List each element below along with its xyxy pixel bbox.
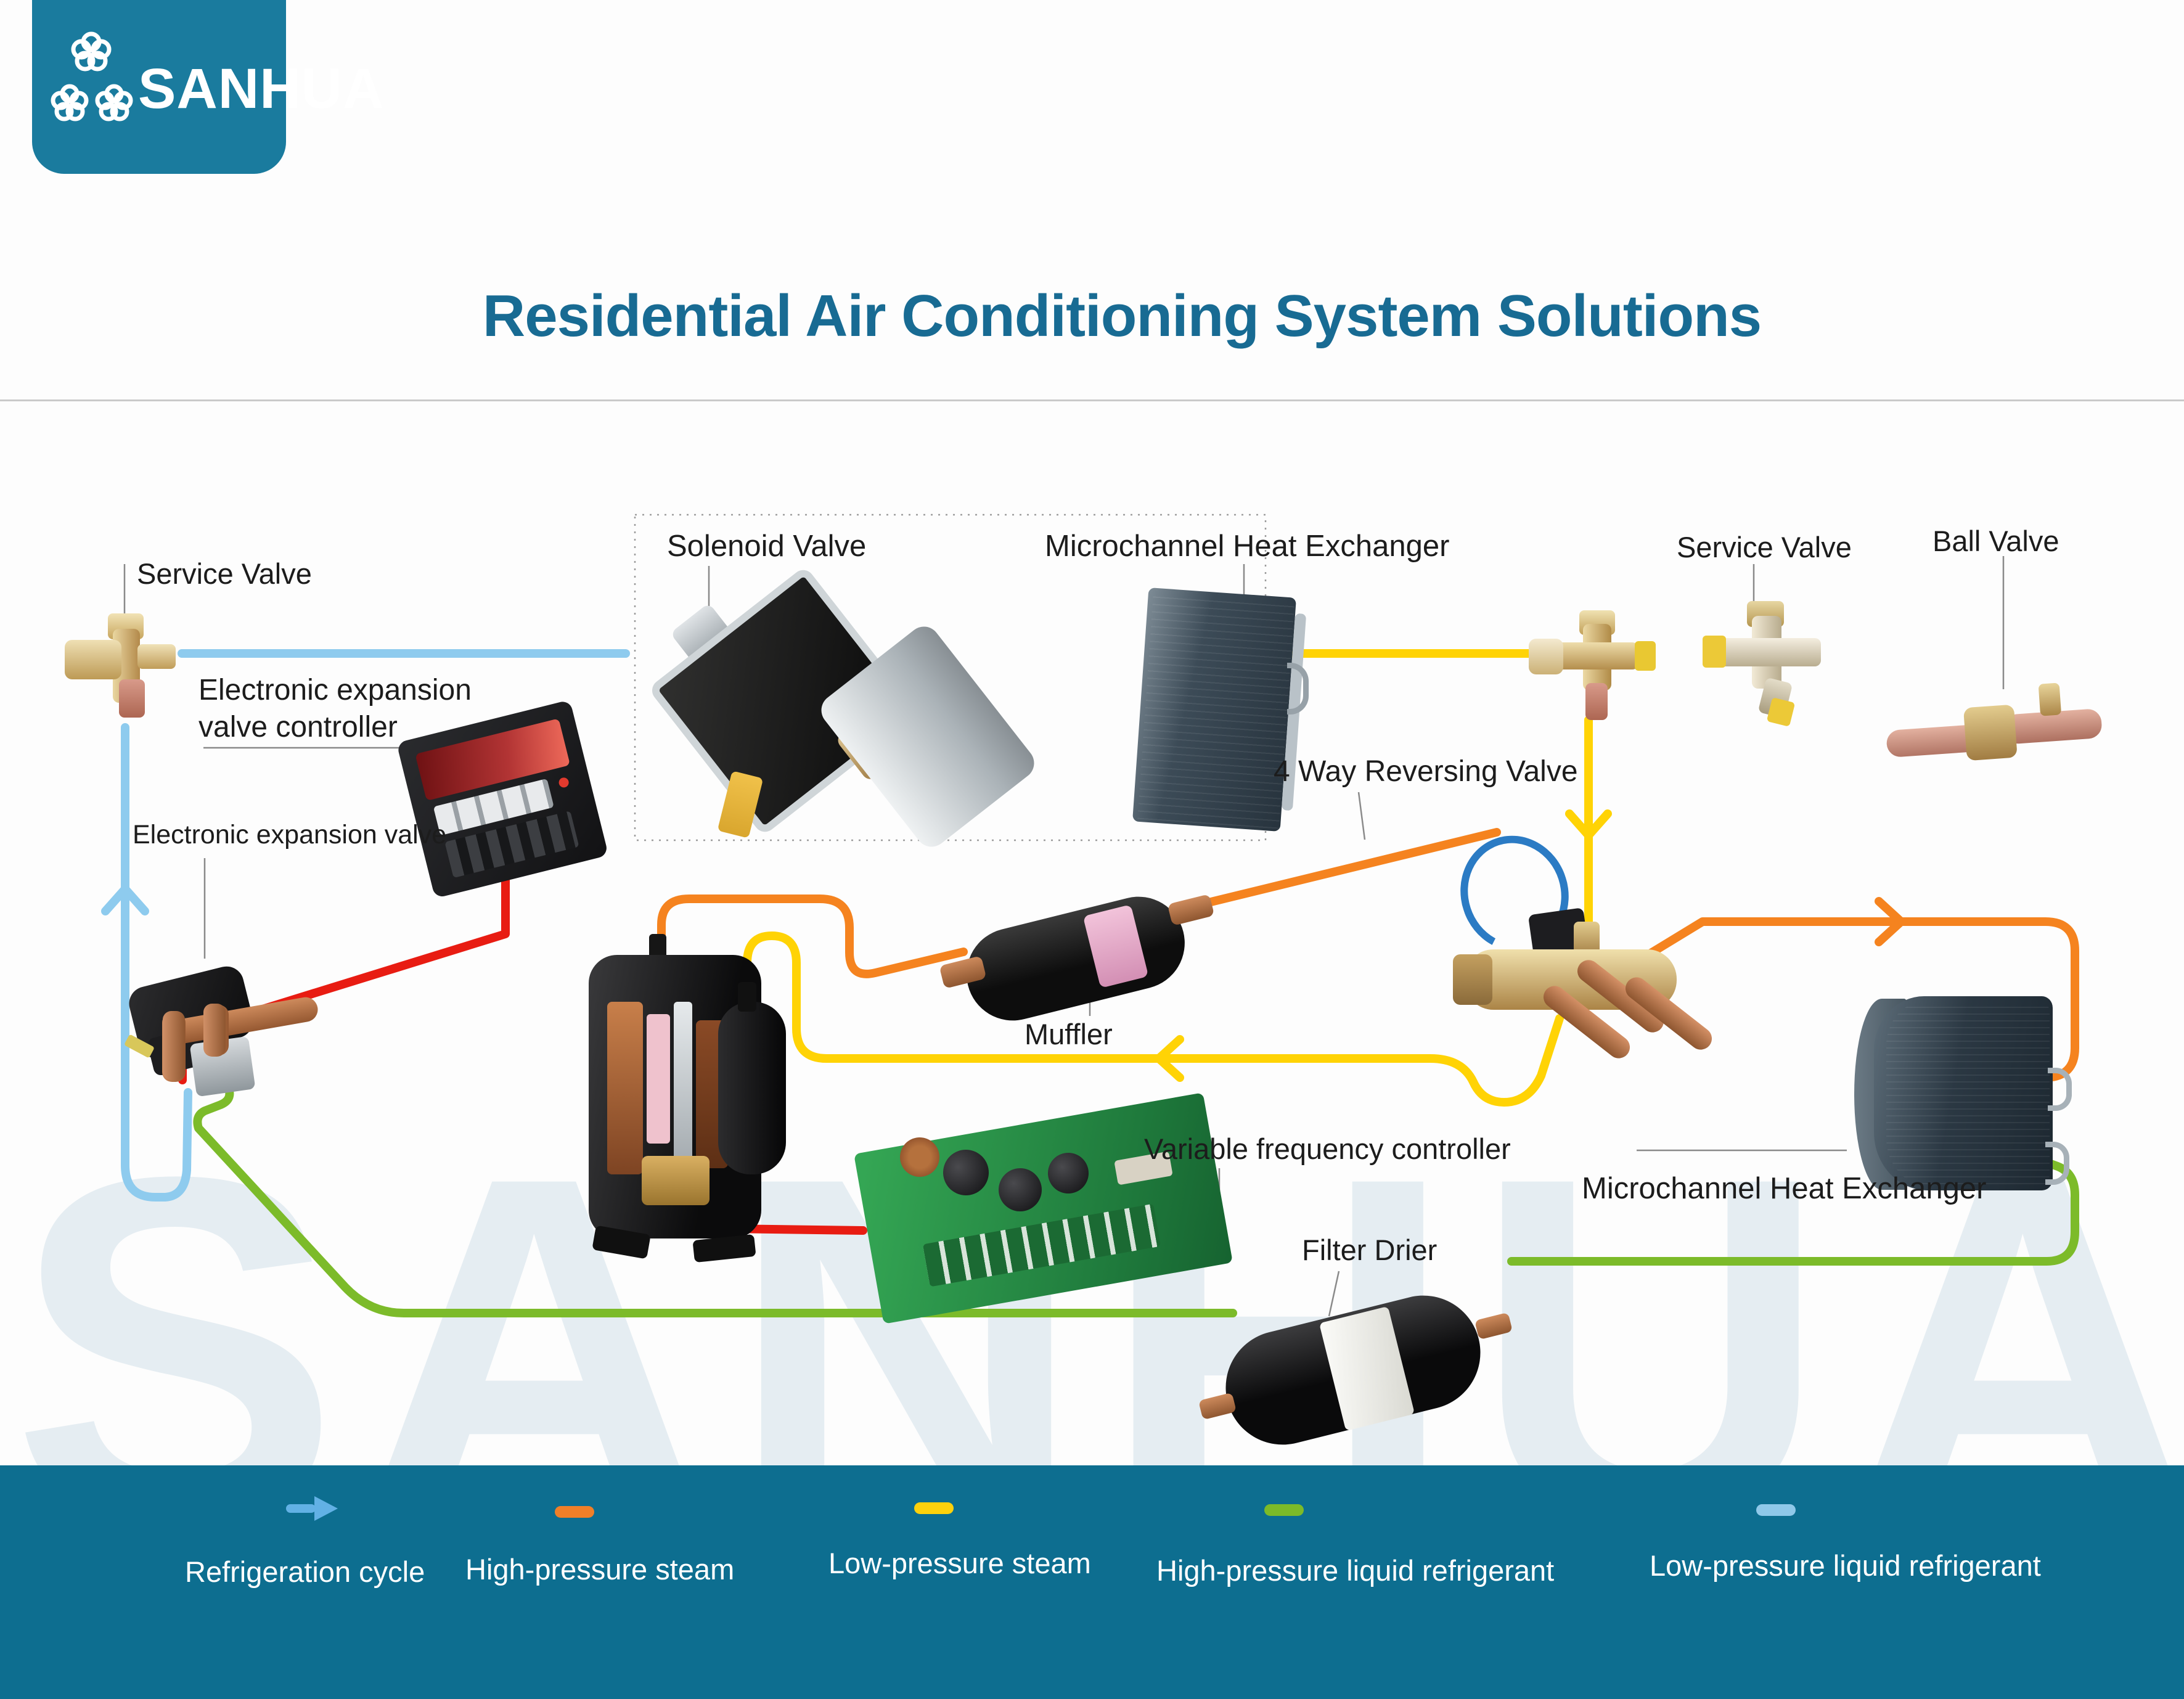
mhe-right-fins [1886,1001,2050,1186]
ball-valve-collar [1963,704,2018,761]
small-valve-yellow-cap [1635,641,1656,671]
small-valve-bottom-stub [1585,683,1608,720]
blue-arrow-up [101,885,149,915]
arrow-right-icon [286,1496,338,1521]
legend-label-refrigeration-cycle: Refrigeration cycle [185,1555,425,1588]
compressor-windings-left [607,1002,643,1174]
yellow-arrow-left [1155,1035,1184,1082]
label-eev: Electronic expansion valve [133,820,447,849]
legend-label-low-pressure-steam: Low-pressure steam [828,1547,1091,1579]
label-mhe-top: Microchannel Heat Exchanger [1045,530,1450,563]
pcb-capacitor-3 [1048,1153,1089,1193]
dash-icon-high-pressure-steam [555,1506,594,1518]
low-pressure-liquid-lines [101,649,630,1202]
four-way-valve-image [1279,821,1735,1073]
compressor-crystal-pink [647,1014,670,1144]
valve-bottom-stub [119,679,145,718]
logo-brand-text: SANHUA [138,57,385,120]
compressor-suction-stub [738,982,756,1012]
mhe-right-image [1849,994,2077,1197]
vfc-pcb-image [851,1092,1251,1328]
label-muffler: Muffler [1025,1018,1113,1050]
green-line-eev-to-drier [193,1050,1237,1317]
drier-outlet-stub [1474,1312,1513,1340]
leader-four-way [1357,792,1366,840]
label-eev-controller: Electronic expansion valve controller [198,674,472,743]
label-solenoid-valve: Solenoid Valve [667,530,867,563]
compressor-pump-block [642,1156,710,1205]
blue-line-eev-riser [121,723,192,1202]
ball-valve-image [1883,680,2105,787]
ball-valve-stem [2038,682,2062,716]
orange-line-compressor-to-muffler [657,895,968,978]
low-pressure-steam-lines [743,649,1612,1107]
service-valve-left-image [65,610,179,724]
mhe-top-image [1132,587,1318,832]
sanhua-logo: SANHUA [32,0,384,174]
label-four-way: 4 Way Reversing Valve [1274,755,1578,788]
leader-filter-drier [1328,1271,1340,1317]
label-service-valve-right: Service Valve [1677,531,1852,563]
yellow-arrow-down [1565,809,1612,840]
muffler-body [957,886,1195,1031]
mhe-top-bracket [1287,663,1309,714]
legend-label-high-pressure-steam: High-pressure steam [465,1553,735,1586]
orange-line-muffler-to-4way [1169,828,1501,915]
eev-pipe-right [203,1004,226,1057]
leader-lines [123,556,2005,1317]
rvalve-yellow-cap-left [1703,636,1726,668]
four-way-left-cap [1453,954,1492,1005]
label-service-valve-left: Service Valve [137,557,312,590]
compressor-accumulator [718,1002,786,1174]
mhe-right-hook-top [2048,1068,2072,1111]
service-valve-right-image [1703,601,1829,727]
page-title: Residential Air Conditioning System Solu… [482,283,1762,349]
service-valve-small-image [1529,610,1661,724]
dash-icon-low-pressure-steam [914,1502,954,1514]
mhe-right-hook-bottom [2045,1142,2069,1185]
label-vfc: Variable frequency controller [1144,1132,1511,1165]
label-mhe-right: Microchannel Heat Exchanger [1582,1172,1987,1205]
dash-icon-low-pressure-liquid [1756,1504,1796,1516]
rvalve-yellow-cap-bottom [1766,697,1796,727]
pcb-board [854,1092,1233,1324]
valve-left-nut [65,640,121,679]
eev-pipe-left [163,1011,185,1080]
compressor-image [583,934,829,1267]
filter-drier-image [1198,1279,1513,1458]
mhe-top-fins [1137,590,1295,829]
solenoid-valve-image [641,565,1041,854]
label-ball-valve: Ball Valve [1932,525,2059,557]
small-valve-left-nut [1529,639,1563,674]
rvalve-hbody [1710,638,1821,666]
eev-image [123,962,320,1156]
legend-bar: Refrigeration cycle High-pressure steam … [0,1465,2184,1699]
sanhua-flowers-icon [51,31,133,121]
label-filter-drier: Filter Drier [1302,1234,1438,1266]
valve-right-port [137,644,176,669]
orange-arrow-right [1875,897,1905,946]
mhe-right-slab [1874,996,2053,1190]
dash-icon-high-pressure-liquid [1264,1504,1304,1516]
yellow-line-4way-to-compressor [743,931,1564,1107]
legend-label-low-pressure-liquid: Low-pressure liquid refrigerant [1650,1549,2041,1582]
header-divider [0,399,2184,401]
legend-label-high-pressure-liquid: High-pressure liquid refrigerant [1156,1554,1555,1587]
pcb-capacitor-2 [999,1168,1042,1211]
